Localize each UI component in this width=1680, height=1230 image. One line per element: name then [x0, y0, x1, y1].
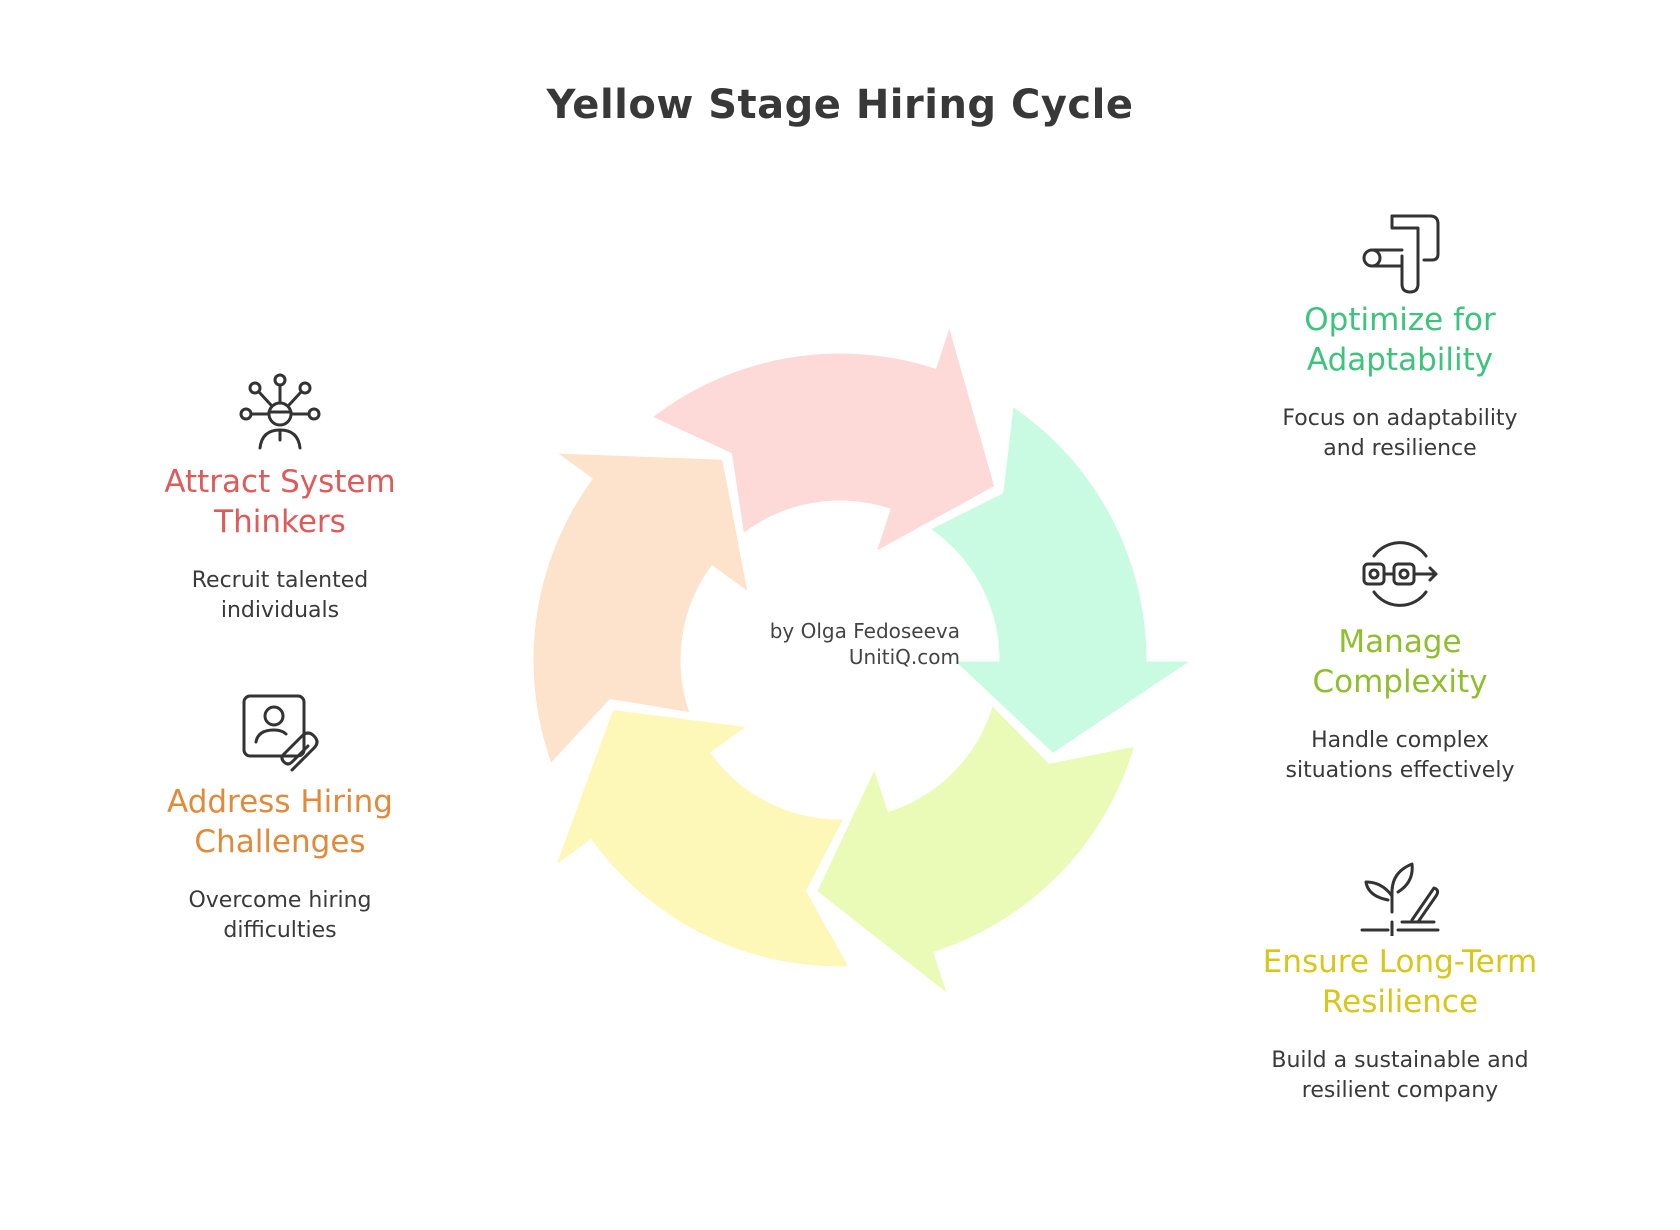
arrow-optimize — [925, 402, 1199, 757]
stage-description: Overcome hiring difficulties — [188, 888, 372, 943]
stage-description: Recruit talented individuals — [191, 568, 369, 623]
stage-description: Build a sustainable and resilient compan… — [1271, 1048, 1529, 1103]
stage-heading: Manage Complexity — [1312, 624, 1488, 700]
stage-heading: Optimize for Adaptability — [1304, 302, 1496, 378]
pipe-curve-icon — [1362, 214, 1440, 294]
stage-address-hiring-challenges: Address Hiring Challenges Overcome hirin… — [130, 692, 430, 946]
cycle-process-icon — [1362, 541, 1438, 607]
stage-description: Focus on adaptability and resilience — [1282, 406, 1518, 461]
stage-ensure-long-term-resilience: Ensure Long-Term Resilience Build a sust… — [1230, 852, 1570, 1106]
arrow-address — [530, 450, 752, 769]
stage-optimize-for-adaptability: Optimize for Adaptability Focus on adapt… — [1230, 210, 1570, 464]
credit-text: by Olga Fedoseeva UnitiQ.com — [700, 618, 960, 670]
stage-heading: Ensure Long-Term Resilience — [1262, 944, 1538, 1020]
credit-author: by Olga Fedoseeva — [769, 619, 960, 643]
sprout-icon — [1360, 862, 1440, 936]
stage-heading: Address Hiring Challenges — [167, 784, 393, 860]
people-network-icon — [239, 373, 321, 450]
arrow-manage — [813, 700, 1139, 1001]
diagram-title: Yellow Stage Hiring Cycle — [546, 82, 1134, 128]
arrow-attract — [647, 318, 998, 557]
credit-site: UnitiQ.com — [848, 645, 960, 669]
candidate-profile-icon — [242, 694, 319, 772]
arrow-ensure — [550, 706, 854, 970]
stage-heading: Attract System Thinkers — [164, 464, 396, 540]
stage-manage-complexity: Manage Complexity Handle complex situati… — [1230, 532, 1570, 786]
stage-description: Handle complex situations effectively — [1285, 728, 1515, 783]
stage-attract-system-thinkers: Attract System Thinkers Recruit talented… — [130, 372, 430, 626]
